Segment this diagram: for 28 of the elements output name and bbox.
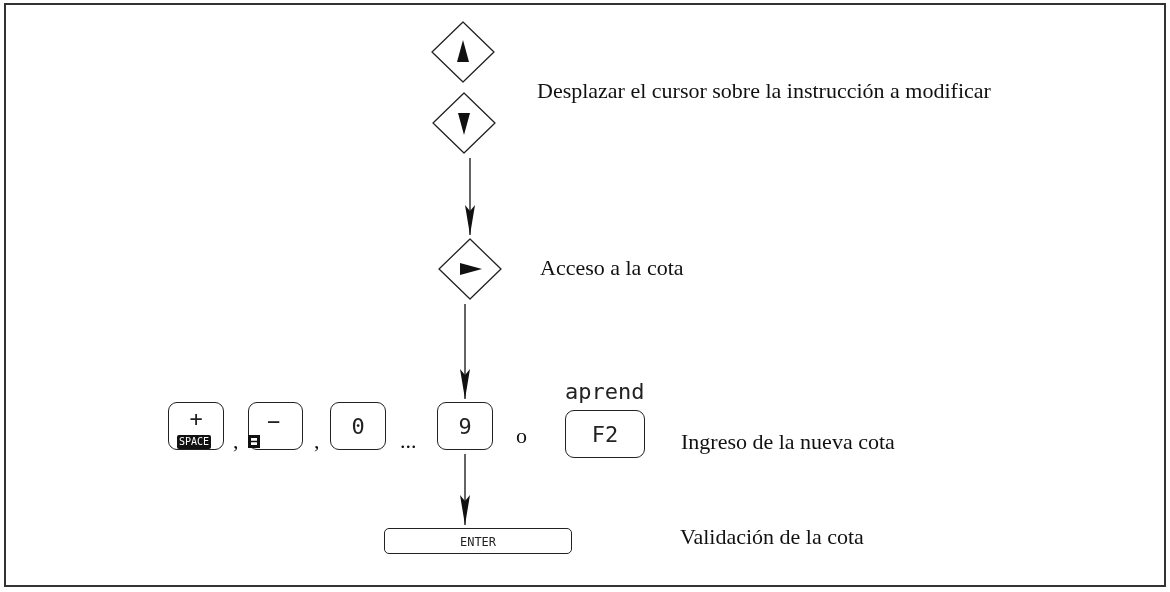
key: [565, 410, 645, 458]
arrow: [460, 453, 470, 526]
key-label: 9: [457, 416, 473, 438]
separator-text: ,: [314, 430, 320, 452]
key-caption: aprend: [565, 381, 645, 403]
diamond-key: [432, 92, 496, 154]
separator-text: ...: [400, 430, 417, 452]
key: [248, 402, 303, 450]
key-label: 0: [350, 416, 366, 438]
key-label: ENTER: [458, 536, 498, 548]
key: [437, 402, 493, 450]
separator-text: ,: [233, 430, 239, 452]
key-symbol: −: [267, 411, 281, 433]
key-symbol: +: [188, 408, 204, 430]
key: [330, 402, 386, 450]
step-description: Acceso a la cota: [540, 257, 684, 279]
diamond-key: [438, 238, 502, 300]
key: [168, 402, 224, 450]
arrow: [465, 157, 475, 236]
key-label: SPACE: [177, 435, 212, 449]
arrow: [460, 303, 470, 400]
key-label: F2: [590, 424, 620, 446]
diamond-key: [431, 21, 495, 83]
separator-text: o: [516, 425, 527, 447]
step-description: Ingreso de la nueva cota: [681, 431, 895, 453]
step-description: Validación de la cota: [680, 526, 864, 548]
step-description: Desplazar el cursor sobre la instrucción a modificar: [537, 80, 991, 102]
key: [384, 528, 572, 554]
